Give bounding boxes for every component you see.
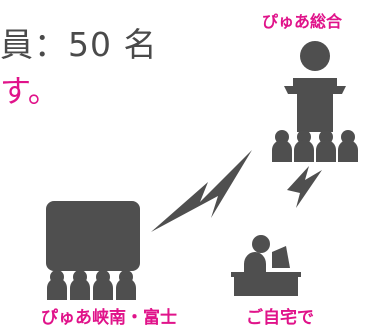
note-text: す。 [0, 74, 59, 110]
lightning-home-icon [287, 166, 322, 208]
home-viewer-icon [231, 235, 301, 296]
screen-icon [46, 201, 140, 271]
label-branch-sites: ぴゅあ峡南・富士 [41, 308, 177, 328]
lightning-icon [151, 150, 252, 232]
lecturer-podium-icon [284, 41, 346, 132]
audience-branch-icon [47, 270, 136, 300]
capacity-text: 員：50 名 [0, 25, 158, 64]
label-main-site: ぴゅあ総合 [262, 12, 343, 31]
audience-main-icon [272, 130, 358, 162]
label-home: ご自宅で [246, 308, 314, 328]
